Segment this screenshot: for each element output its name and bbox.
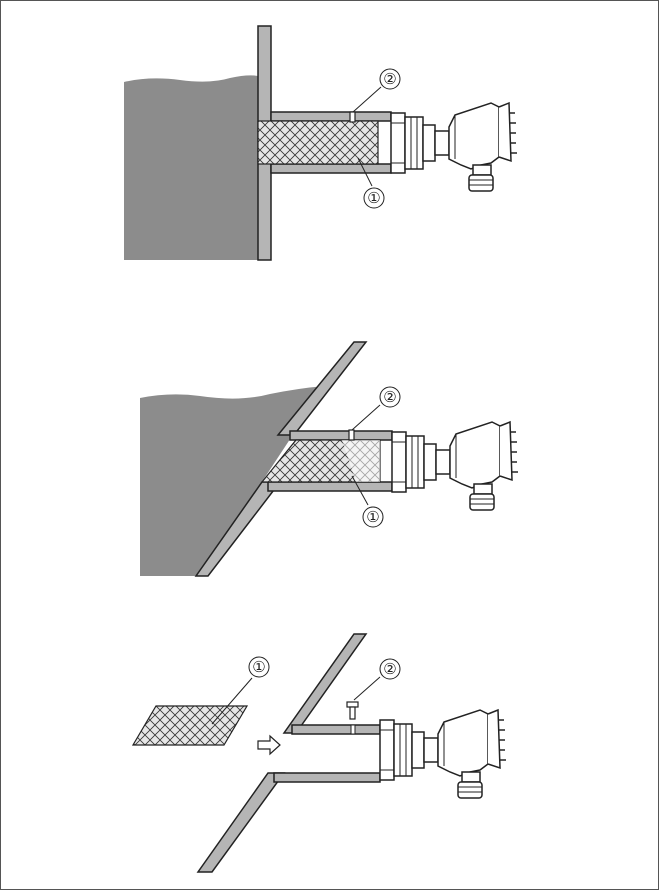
sensor-unit [390, 102, 518, 192]
panel-assembly-exploded: ② ① [131, 633, 507, 873]
callout-2: ② [352, 68, 401, 113]
vessel-wall-upper [276, 341, 368, 436]
callout-2: ② [351, 386, 401, 431]
sensor-unit [379, 709, 507, 799]
callout-1: ① [357, 157, 385, 209]
sensor-unit [391, 421, 519, 511]
callout-1: ① [211, 656, 270, 725]
callout-2: ② [353, 658, 401, 701]
insulation-fill-piece [131, 705, 249, 746]
socket-lower-wall [273, 772, 381, 783]
insulation-fill [257, 120, 379, 165]
insert-arrow [257, 734, 281, 756]
process-medium [124, 75, 258, 260]
socket-upper-wall [291, 724, 381, 735]
callout-1-label: ① [366, 508, 379, 526]
vent-screw [349, 111, 356, 123]
callout-1: ① [351, 475, 384, 528]
vessel-wall-lower [196, 772, 286, 873]
vent-screw [348, 429, 355, 441]
callout-2-label: ② [383, 70, 396, 88]
callout-1-label: ① [367, 189, 380, 207]
vent-hole [350, 724, 356, 735]
callout-1-label: ① [252, 658, 265, 676]
panel-inclined-wall: ② ① [140, 341, 519, 577]
panel-flush-vertical-wall: ② ① [124, 25, 518, 261]
socket-lower-wall [267, 481, 393, 492]
callout-2-label: ② [383, 660, 396, 678]
socket-upper-wall [289, 430, 393, 441]
socket-upper-wall [270, 111, 392, 122]
vent-screw [346, 701, 359, 720]
callout-2-label: ② [383, 388, 396, 406]
socket-lower-wall [270, 163, 392, 174]
